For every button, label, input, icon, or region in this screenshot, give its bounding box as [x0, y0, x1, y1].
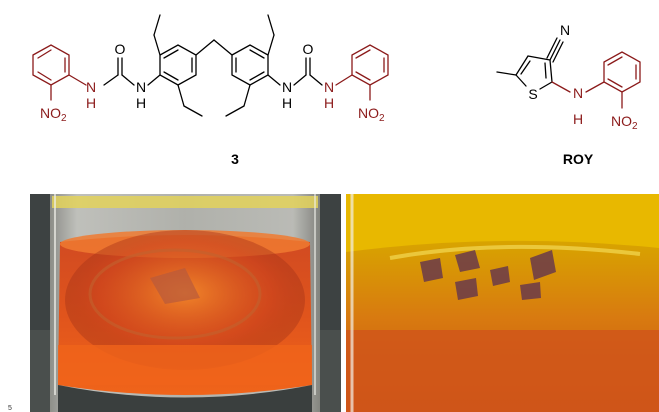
crystal [420, 258, 443, 282]
right-nitrophenyl-ring [335, 44, 389, 101]
right-no2-label: NO2 [358, 105, 385, 124]
central-right-ring [225, 14, 281, 117]
left-black-h-label: H [136, 95, 146, 111]
photo-left [30, 194, 341, 412]
crystal [455, 278, 478, 300]
left-nitrophenyl-ring [32, 44, 87, 101]
photo-left-crystal [150, 268, 200, 304]
right-black-n-label: N [282, 79, 292, 95]
crystal [455, 250, 480, 272]
thiophene-ring [496, 37, 564, 90]
left-black-n-label: N [136, 79, 146, 95]
roy-h-label: H [573, 111, 583, 127]
left-carbonyl-o-label: O [115, 41, 126, 57]
right-carbonyl-o-label: O [303, 41, 314, 57]
crystal [520, 282, 541, 300]
right-red-n-label: N [324, 79, 334, 95]
left-red-h-label: H [86, 95, 96, 111]
left-urea [103, 57, 161, 86]
photo-right [346, 194, 659, 412]
roy-s-label: S [528, 86, 537, 102]
photo-right-meniscus [389, 244, 641, 260]
corner-mark: 5 [8, 405, 12, 412]
photo-left-bottom-band [58, 345, 312, 385]
left-red-n-label: N [86, 79, 96, 95]
right-red-h-label: H [324, 95, 334, 111]
photo-left-base-shadow [58, 385, 312, 412]
right-black-h-label: H [282, 95, 292, 111]
roy-no2-label: NO2 [611, 113, 638, 132]
central-left-ring [153, 14, 233, 117]
compound-3-structure [32, 14, 389, 117]
roy-nitrile-n-label: N [560, 22, 570, 38]
compound-3-atom-labels: NO2 N H O N H N H O N H NO2 [40, 41, 385, 124]
roy-structure [496, 37, 641, 109]
crystal [530, 250, 556, 280]
photo-right-crystals [420, 250, 556, 300]
left-no2-label: NO2 [40, 105, 67, 124]
photo-left-yellow-rim [52, 196, 318, 208]
photo-right-bottom-band [346, 330, 659, 412]
crystal [490, 266, 510, 286]
right-urea [293, 57, 323, 86]
roy-n-label: N [573, 85, 583, 101]
photo-left-reflection [88, 248, 262, 340]
roy-label: ROY [563, 151, 594, 167]
roy-atom-labels: N S N H NO2 [528, 22, 638, 132]
roy-nitrophenyl [551, 51, 641, 109]
compound-3-label: 3 [231, 151, 239, 167]
